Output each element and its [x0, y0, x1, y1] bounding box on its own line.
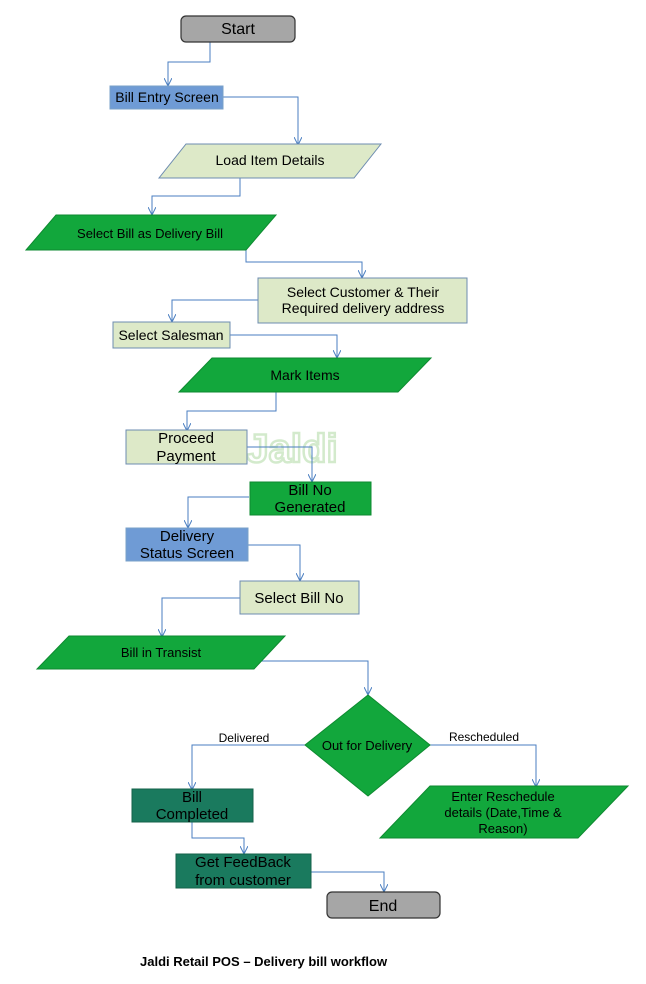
node-mark-items: Mark Items	[177, 357, 433, 393]
node-load-item-details-label: Load Item Details	[216, 152, 325, 168]
edge-payment-to-bill-no	[247, 446, 312, 481]
diagram-caption: Jaldi Retail POS – Delivery bill workflo…	[140, 954, 388, 969]
node-load-item-details: Load Item Details	[157, 143, 383, 179]
node-mark-items-label: Mark Items	[270, 367, 339, 383]
node-get-feedback-label-line1: Get FeedBack	[195, 854, 291, 871]
node-select-salesman-label: Select Salesman	[118, 327, 223, 343]
edge-start-to-bill-entry	[168, 42, 211, 85]
node-get-feedback-label-line2: from customer	[195, 872, 291, 889]
node-out-for-delivery-label: Out for Delivery	[322, 738, 413, 753]
node-enter-reschedule-label-line1: Enter Reschedule	[451, 789, 554, 804]
node-start-label: Start	[221, 21, 255, 38]
node-select-delivery-bill: Select Bill as Delivery Bill	[24, 214, 278, 251]
node-delivery-status-screen-label-line2: Status Screen	[140, 545, 234, 562]
node-bill-completed-label-line2: Completed	[156, 806, 229, 823]
edge-select-delivery-to-customer	[245, 233, 362, 277]
node-bill-no-generated-label-line1: Bill No	[288, 482, 331, 499]
node-delivery-status-screen: Delivery Status Screen	[125, 527, 249, 562]
edge-salesman-to-mark-items	[230, 334, 337, 357]
edge-delivered-to-bill-completed	[192, 744, 305, 789]
node-proceed-payment-label-line2: Payment	[156, 448, 216, 465]
node-bill-no-generated: Bill No Generated	[249, 481, 372, 516]
node-bill-in-transit-label: Bill in Transist	[121, 645, 202, 660]
node-enter-reschedule-label-line3: Reason)	[478, 821, 527, 836]
edge-bill-completed-to-feedback	[191, 822, 244, 853]
node-bill-no-generated-label-line2: Generated	[275, 499, 346, 516]
edge-mark-items-to-payment	[187, 392, 277, 430]
edge-label-rescheduled: Rescheduled	[449, 730, 519, 744]
node-enter-reschedule-label-line2: details (Date,Time &	[444, 805, 562, 820]
node-delivery-status-screen-label-line1: Delivery	[160, 528, 215, 545]
node-bill-entry-screen-label: Bill Entry Screen	[115, 89, 218, 105]
node-bill-completed-label-line1: Bill	[182, 789, 202, 806]
edge-load-items-to-select-delivery	[152, 178, 241, 214]
edge-select-bill-no-to-transit	[162, 597, 240, 636]
edge-customer-to-salesman	[172, 299, 260, 321]
node-select-bill-no: Select Bill No	[239, 580, 360, 615]
node-bill-in-transit: Bill in Transist	[35, 635, 287, 670]
edge-label-delivered: Delivered	[219, 731, 270, 745]
node-select-salesman: Select Salesman	[112, 321, 231, 349]
node-select-delivery-bill-label: Select Bill as Delivery Bill	[77, 226, 223, 241]
edge-feedback-to-end	[311, 871, 384, 891]
node-end-label: End	[369, 898, 397, 915]
node-out-for-delivery-decision: Out for Delivery	[304, 694, 431, 797]
node-end: End	[326, 891, 441, 919]
edge-bill-no-to-delivery-status	[188, 496, 249, 527]
node-start: Start	[180, 15, 296, 43]
node-select-customer-label-line2: Required delivery address	[282, 300, 445, 316]
node-select-customer-label-line1: Select Customer & Their	[287, 284, 440, 300]
jaldi-watermark-logo: Jaldi	[246, 427, 337, 471]
node-proceed-payment: Proceed Payment	[125, 429, 248, 465]
node-get-feedback: Get FeedBack from customer	[175, 853, 312, 889]
edge-delivery-status-to-select-bill-no	[248, 544, 300, 580]
node-bill-completed: Bill Completed	[131, 788, 254, 823]
node-select-bill-no-label: Select Bill No	[254, 590, 343, 607]
edge-transit-to-out-for-delivery	[253, 650, 368, 694]
node-select-customer: Select Customer & Their Required deliver…	[257, 277, 468, 324]
node-enter-reschedule-details: Enter Reschedule details (Date,Time & Re…	[378, 785, 630, 839]
edge-bill-entry-to-load-items	[223, 96, 298, 144]
node-proceed-payment-label-line1: Proceed	[158, 430, 214, 447]
edge-rescheduled-to-reschedule-details	[430, 744, 536, 786]
node-bill-entry-screen: Bill Entry Screen	[109, 85, 224, 110]
